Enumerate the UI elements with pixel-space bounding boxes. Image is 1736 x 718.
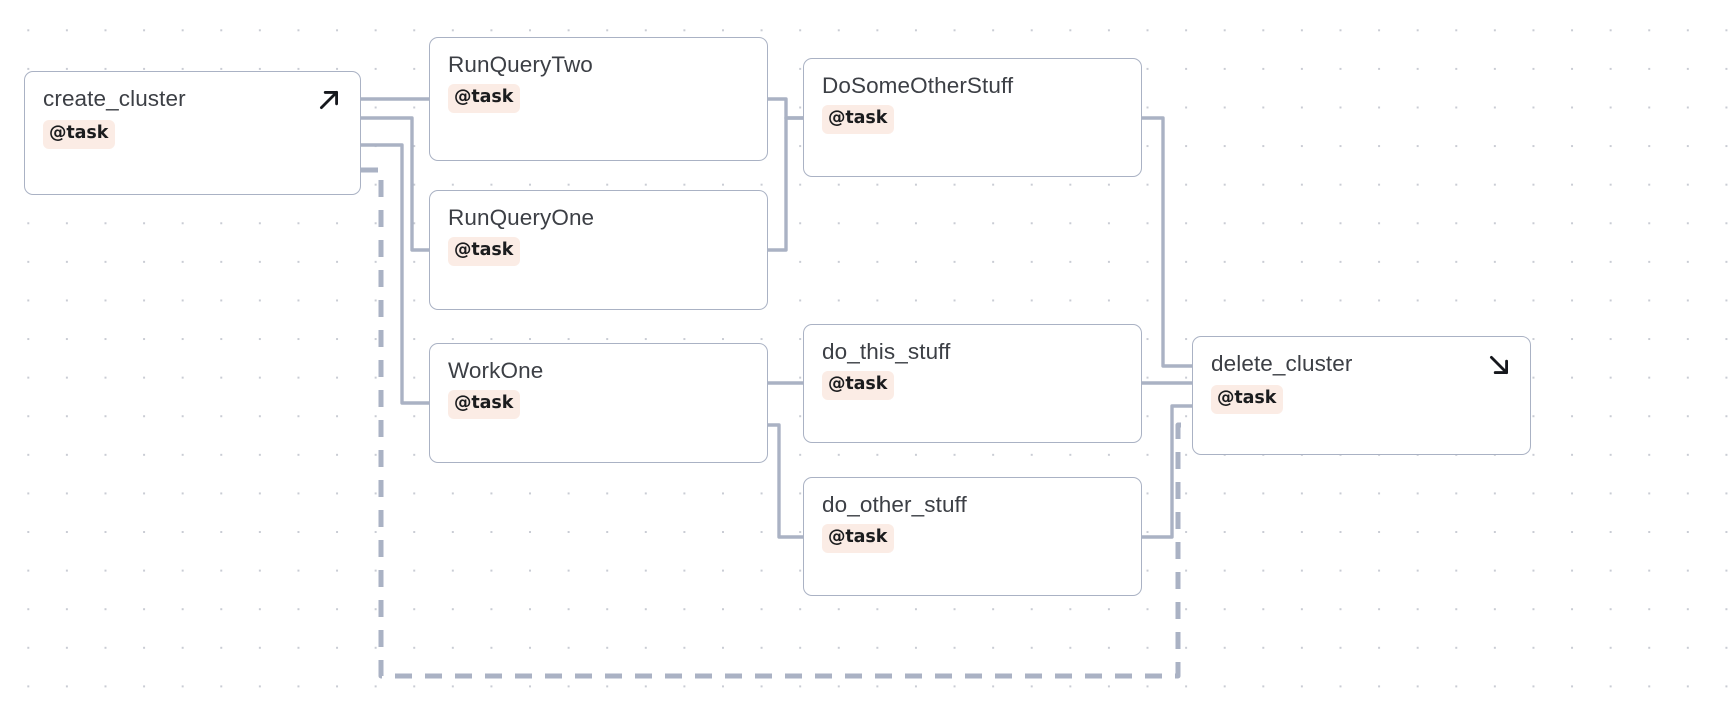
node-title: do_this_stuff [822,339,951,364]
node-title: create_cluster [43,86,186,111]
node-header: RunQueryOne [448,205,749,230]
graph-node-RunQueryOne[interactable]: RunQueryOne @task [429,190,768,310]
graph-node-do_other_stuff[interactable]: do_other_stuff @task [803,477,1142,596]
arrow-up-right-icon [316,87,342,113]
task-badge: @task [822,371,895,400]
graph-edge[interactable] [766,97,805,120]
node-badge-row: @task [822,371,1123,400]
node-badge-row: @task [448,237,749,266]
node-header: delete_cluster [1211,351,1512,378]
graph-edge[interactable] [1140,116,1194,368]
graph-edge[interactable] [359,143,431,405]
node-header: WorkOne [448,358,749,383]
graph-node-WorkOne[interactable]: WorkOne @task [429,343,768,463]
graph-node-do_this_stuff[interactable]: do_this_stuff @task [803,324,1142,443]
graph-node-RunQueryTwo[interactable]: RunQueryTwo @task [429,37,768,161]
node-header: create_cluster [43,86,342,113]
node-title: RunQueryTwo [448,52,593,77]
node-badge-row: @task [448,390,749,419]
task-badge: @task [822,105,895,134]
node-header: RunQueryTwo [448,52,749,77]
arrow-down-right-icon [1486,352,1512,378]
graph-edge[interactable] [766,423,805,539]
task-badge: @task [448,237,521,266]
node-title: do_other_stuff [822,492,967,517]
task-badge: @task [448,84,521,113]
node-badge-row: @task [822,105,1123,134]
task-badge: @task [448,390,521,419]
node-title: RunQueryOne [448,205,595,230]
node-title: DoSomeOtherStuff [822,73,1014,98]
graph-edge[interactable] [359,116,431,252]
task-badge: @task [43,120,116,149]
graph-edge[interactable] [766,116,805,252]
graph-edge[interactable] [1140,404,1194,539]
node-badge-row: @task [822,524,1123,553]
node-badge-row: @task [43,120,342,149]
node-header: DoSomeOtherStuff [822,73,1123,98]
task-badge: @task [1211,385,1284,414]
node-header: do_other_stuff [822,492,1123,517]
node-header: do_this_stuff [822,339,1123,364]
graph-node-create_cluster[interactable]: create_cluster @task [24,71,361,195]
node-title: delete_cluster [1211,351,1353,376]
node-badge-row: @task [448,84,749,113]
graph-node-DoSomeOtherStuff[interactable]: DoSomeOtherStuff @task [803,58,1142,177]
node-title: WorkOne [448,358,544,383]
task-badge: @task [822,524,895,553]
graph-node-delete_cluster[interactable]: delete_cluster @task [1192,336,1531,455]
node-badge-row: @task [1211,385,1512,414]
